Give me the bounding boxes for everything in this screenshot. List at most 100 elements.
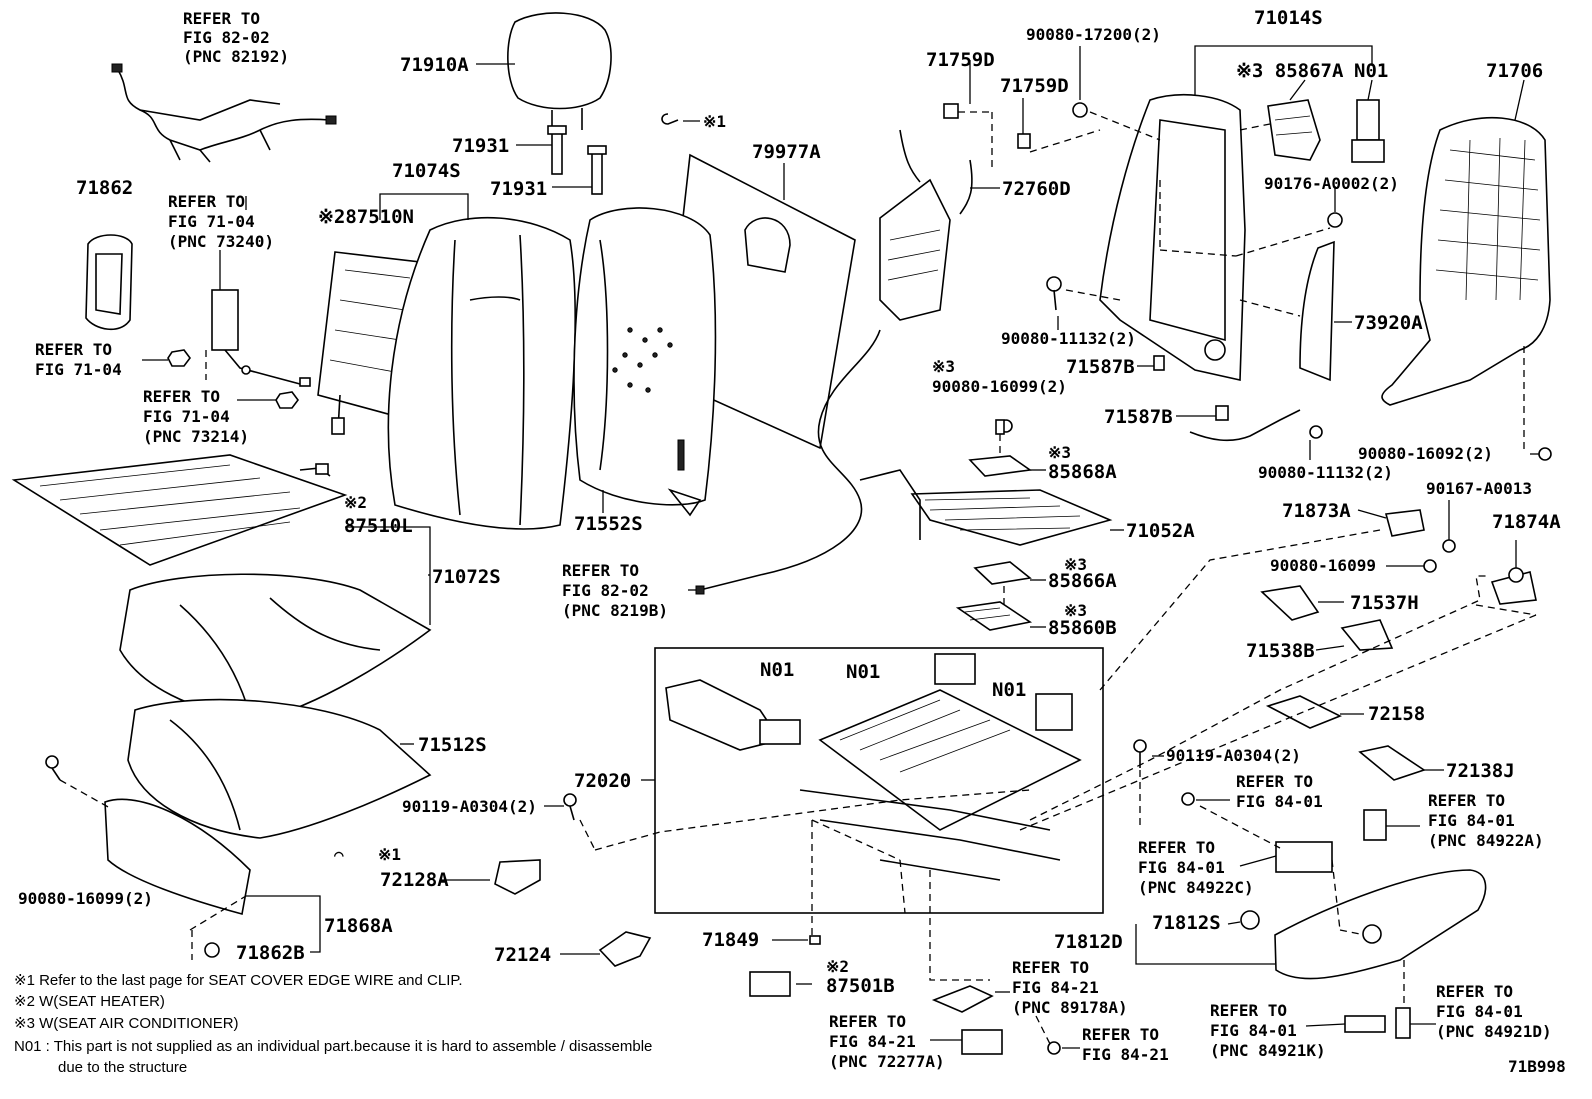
part-90080-16099-single: 90080-16099 [1270,556,1376,575]
part-72760D: 72760D [1002,178,1071,200]
clip-72128A [494,859,541,895]
module-89178A [931,985,994,1013]
leader-lines [142,45,1539,1049]
seatback-cover-71074S [387,216,577,530]
part-87510L: 87510L [344,515,413,537]
part-71849: 71849 [702,929,759,951]
part-71552S: 71552S [574,513,643,535]
module-72277A [961,1029,1003,1055]
cushion-front-trim-71868A [104,798,251,915]
cushion-cover-71072S [119,573,432,721]
part-71014S: 71014S [1254,7,1323,29]
part-87501B: 87501B [826,975,895,997]
part-71931-a: 71931 [452,135,509,157]
part-85867A: ※3 85867A [1236,60,1344,82]
air-duct-85860B [955,601,1033,631]
note-mark-2-87510L: ※2 [344,493,367,512]
wire-harness-8219B [695,329,921,595]
part-71812S: 71812S [1152,912,1221,934]
seat-spring-71052A [910,489,1113,546]
clip-icon-mid: ⌒ [334,845,344,864]
knob-84921D [1395,1007,1411,1039]
part-90080-16099-2-mid: 90080-16099(2) [932,377,1067,396]
part-72158: 72158 [1368,703,1425,725]
note-mark-3-d: ※3 [1064,601,1087,620]
note-mark-1-mid: ※1 [378,845,401,864]
part-N01-adjuster-c: N01 [992,679,1026,701]
part-71074S: 71074S [392,160,461,182]
note-mark-3-c: ※3 [1064,555,1087,574]
part-71812D: 71812D [1054,931,1123,953]
bracket-71537H [1260,585,1320,621]
part-71862: 71862 [76,177,133,199]
part-71512S: 71512S [418,734,487,756]
cushion-pad-71512S [127,698,432,839]
seatback-board-71706 [1381,116,1551,406]
assembly-dashed-lines [59,111,1537,1045]
part-71052A: 71052A [1126,520,1195,542]
part-71759D-a: 71759D [926,49,995,71]
diagram-id: 71B998 [1508,1057,1566,1076]
lumbar-support-72760D [879,129,973,321]
seat-adjuster-box-72020 [654,647,1104,914]
bracket-71873A [1384,509,1425,537]
side-shield-71812D [1274,869,1487,980]
bolt-icon [45,102,1552,1055]
footnote-4-cont: due to the structure [58,1059,187,1076]
part-79977A: 79977A [752,141,821,163]
part-71868A: 71868A [324,915,393,937]
part-73920A: 73920A [1354,312,1423,334]
part-72124: 72124 [494,944,551,966]
part-71072S: 71072S [432,566,501,588]
part-90119-A0304-b: 90119-A0304(2) [1166,746,1301,765]
part-72020: 72020 [574,770,631,792]
bracket-71874A [1490,567,1537,605]
part-71873A: 71873A [1282,500,1351,522]
note-mark-1-top: ※1 [703,112,726,131]
part-85866A: 85866A [1048,570,1117,592]
part-90176-A0002: 90176-A0002(2) [1264,174,1399,193]
part-72138J: 72138J [1446,760,1515,782]
module-87501B [749,971,791,997]
cover-72158 [1265,695,1342,729]
part-71862B: 71862B [236,942,305,964]
part-90080-11132-a: 90080-11132(2) [1001,329,1136,348]
part-85868A: 85868A [1048,461,1117,483]
footnote-3: ※3 W(SEAT AIR CONDITIONER) [14,1015,239,1032]
seatback-pad-71552S [573,207,717,517]
part-N01-adjuster-a: N01 [760,659,794,681]
clip-72124 [598,931,652,967]
part-85860B: 85860B [1048,617,1117,639]
part-90080-11132-b: 90080-11132(2) [1258,463,1393,482]
part-71874A: 71874A [1492,511,1561,533]
part-71587B-b: 71587B [1104,406,1173,428]
clip-icon [661,113,679,125]
part-71706: 71706 [1486,60,1543,82]
part-90080-17200: 90080-17200(2) [1026,25,1161,44]
footnote-1: ※1 Refer to the last page for SEAT COVER… [14,972,463,989]
part-71759D-b: 71759D [1000,75,1069,97]
knob-84921K [1344,1015,1386,1033]
headrest-71910A [507,12,612,130]
part-90080-16099-2-left: 90080-16099(2) [18,889,153,908]
footnote-4: N01 : This part is not supplied as an in… [14,1038,652,1055]
wire-harness-82192 [111,63,337,163]
headrest-guides-71931 [547,125,607,195]
buckle-73240 [211,289,311,387]
clip-71759D [943,103,1031,149]
part-90080-16092: 90080-16092(2) [1358,444,1493,463]
part-71538B: 71538B [1246,640,1315,662]
part-87510N: ※287510N [318,206,414,228]
note-mark-3-b: ※3 [1048,443,1071,462]
footnotes: ※1 Refer to the last page for SEAT COVER… [14,972,652,1076]
